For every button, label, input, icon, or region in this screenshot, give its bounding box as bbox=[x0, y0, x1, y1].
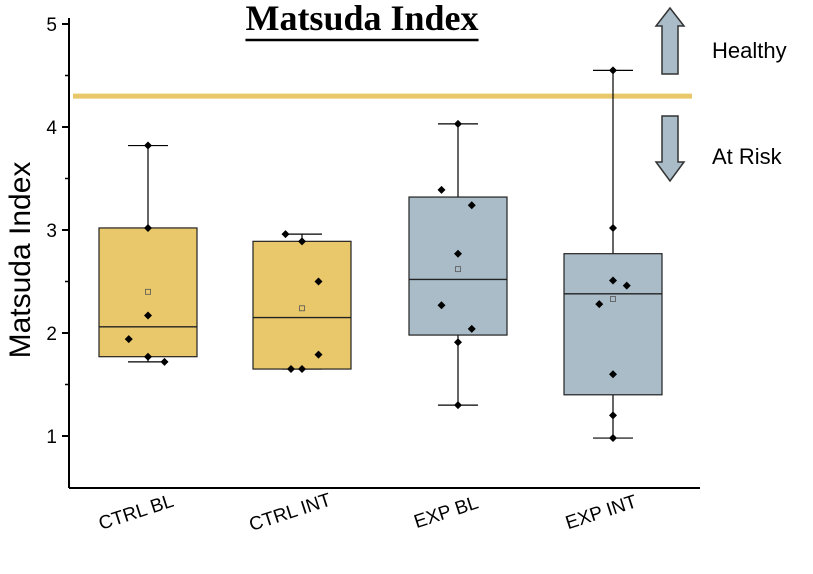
at-risk-annotation: At Risk bbox=[654, 115, 783, 183]
data-point bbox=[454, 249, 462, 258]
data-point bbox=[454, 119, 462, 128]
arrow-down-icon bbox=[654, 115, 686, 183]
x-category-label: EXP BL bbox=[412, 493, 481, 533]
data-point bbox=[467, 324, 476, 333]
y-tick-label: 3 bbox=[46, 221, 57, 242]
data-point bbox=[144, 223, 152, 232]
data-point bbox=[437, 301, 446, 310]
y-tick-label: 5 bbox=[46, 15, 57, 36]
data-point bbox=[454, 338, 462, 347]
data-point bbox=[454, 401, 462, 410]
data-point bbox=[144, 352, 152, 361]
data-point bbox=[298, 365, 306, 374]
iqr-box bbox=[98, 227, 198, 358]
annotation-label: At Risk bbox=[712, 144, 783, 169]
x-category-label: EXP INT bbox=[563, 491, 640, 534]
data-point bbox=[467, 201, 476, 210]
healthy-annotation: Healthy bbox=[654, 6, 787, 75]
data-point bbox=[595, 300, 604, 309]
iqr-box bbox=[408, 196, 508, 336]
x-category-label: CTRL INT bbox=[247, 490, 335, 536]
data-point bbox=[609, 223, 617, 232]
iqr-box bbox=[252, 240, 352, 370]
box-group bbox=[408, 119, 508, 410]
data-point bbox=[124, 335, 133, 344]
box-group bbox=[563, 66, 663, 443]
chart-title: Matsuda Index bbox=[245, 0, 478, 38]
annotation-label: Healthy bbox=[712, 38, 787, 63]
data-point bbox=[160, 357, 169, 366]
data-point bbox=[298, 237, 306, 246]
x-category-label: CTRL BL bbox=[96, 491, 176, 535]
data-point bbox=[144, 141, 152, 150]
data-point bbox=[609, 66, 617, 75]
data-point bbox=[144, 311, 152, 320]
data-point bbox=[609, 434, 617, 443]
data-point bbox=[609, 370, 617, 379]
mean-marker bbox=[299, 305, 305, 312]
data-point bbox=[287, 365, 295, 374]
mean-marker bbox=[455, 266, 461, 273]
data-point bbox=[622, 281, 631, 290]
data-point bbox=[609, 276, 617, 285]
y-tick-label: 2 bbox=[46, 324, 57, 345]
mean-marker bbox=[610, 296, 616, 302]
mean-marker bbox=[145, 288, 151, 295]
arrow-up-icon bbox=[654, 6, 686, 75]
y-axis-title: Matsuda Index bbox=[4, 162, 37, 359]
data-point bbox=[437, 185, 446, 194]
y-tick-label: 1 bbox=[46, 427, 57, 448]
data-point bbox=[609, 411, 617, 420]
y-tick-label: 4 bbox=[46, 118, 57, 139]
box-group bbox=[98, 141, 198, 366]
data-point bbox=[314, 277, 323, 286]
data-point bbox=[314, 350, 323, 359]
data-point bbox=[281, 230, 290, 239]
box-group bbox=[252, 230, 352, 374]
